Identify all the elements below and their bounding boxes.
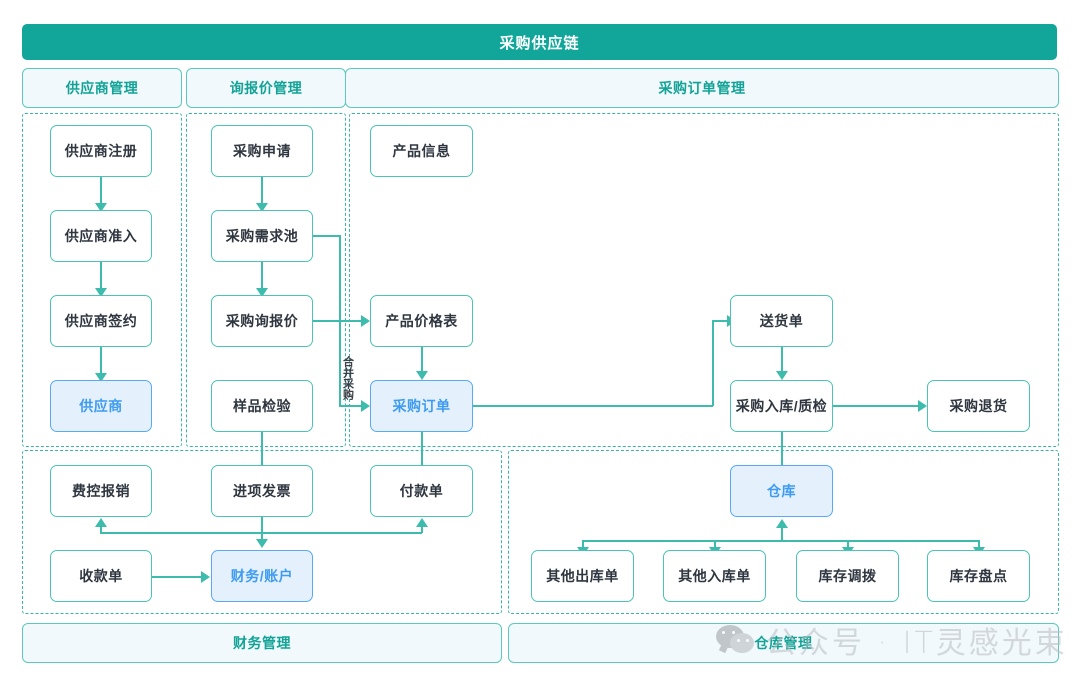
node-other-outbound[interactable]: 其他出库单 <box>531 550 634 602</box>
node-inquiry-quote[interactable]: 采购询报价 <box>211 295 313 347</box>
edge-request-to-pool <box>261 177 263 205</box>
node-stock-transfer[interactable]: 库存调拨 <box>796 550 899 602</box>
group-order <box>349 113 1059 447</box>
arrowhead-bus-to-expense <box>95 518 107 527</box>
node-stock-count[interactable]: 库存盘点 <box>927 550 1030 602</box>
section-header-rfq: 询报价管理 <box>186 68 346 108</box>
edge-receipt-to-return <box>833 405 920 407</box>
arrowhead-receipt-to-return <box>918 400 927 412</box>
node-sample-inspect[interactable]: 样品检验 <box>211 380 313 432</box>
edge-order-right <box>473 405 713 407</box>
edge-label-merge-purchase: 合并采购 <box>341 356 354 400</box>
node-receipt-note[interactable]: 收款单 <box>50 550 152 602</box>
edge-merge-to-order <box>339 405 363 407</box>
arrowhead-pool-to-inquiry <box>256 288 268 297</box>
node-supplier-access[interactable]: 供应商准入 <box>50 210 152 262</box>
group-rfq <box>186 113 346 447</box>
node-delivery-note[interactable]: 送货单 <box>730 295 833 347</box>
arrowhead-pricelist-to-order <box>416 371 428 380</box>
edge-bus-up-expense <box>100 526 102 533</box>
edge-bus-up-payment <box>421 526 423 533</box>
arrowhead-merge-to-order <box>361 400 370 412</box>
node-purchase-return[interactable]: 采购退货 <box>927 380 1030 432</box>
node-receipt-qc[interactable]: 采购入库/质检 <box>730 380 833 432</box>
edge-delivery-to-receipt <box>781 347 783 373</box>
edge-bus-down-count <box>978 540 980 549</box>
edge-pool-to-inquiry <box>261 262 263 290</box>
node-finance-account[interactable]: 财务/账户 <box>211 550 313 602</box>
arrowhead-contract-to-supplier <box>95 373 107 382</box>
arrowhead-request-to-pool <box>256 203 268 212</box>
node-purchase-request[interactable]: 采购申请 <box>211 125 313 177</box>
arrowhead-invoice-to-finance <box>256 539 268 548</box>
edge-receiptnote-to-finance <box>152 576 203 578</box>
arrowhead-access-to-contract <box>95 288 107 297</box>
edge-contract-to-supplier <box>100 347 102 375</box>
edge-bus-down-transfer <box>847 540 849 549</box>
arrowhead-register-to-access <box>95 203 107 212</box>
section-header-supplier: 供应商管理 <box>22 68 182 108</box>
arrowhead-receiptnote-to-finance <box>201 571 210 583</box>
node-product-info[interactable]: 产品信息 <box>370 125 473 177</box>
edge-receipt-down-to-warehouse <box>781 432 783 470</box>
node-expense-claim[interactable]: 费控报销 <box>50 465 152 517</box>
section-header-order: 采购订单管理 <box>345 68 1059 108</box>
edge-warehouse-stub <box>781 528 783 541</box>
node-demand-pool[interactable]: 采购需求池 <box>211 210 313 262</box>
page-title: 采购供应链 <box>22 24 1057 60</box>
node-purchase-order[interactable]: 采购订单 <box>370 380 473 432</box>
node-supplier[interactable]: 供应商 <box>50 380 152 432</box>
edge-order-down-to-payment <box>421 432 423 474</box>
node-input-invoice[interactable]: 进项发票 <box>211 465 313 517</box>
node-supplier-contract[interactable]: 供应商签约 <box>50 295 152 347</box>
group-warehouse <box>508 450 1059 614</box>
edge-register-to-access <box>100 177 102 205</box>
edge-inquiry-to-pricelist <box>313 320 363 322</box>
arrowhead-inquiry-to-pricelist <box>361 315 370 327</box>
edge-bus-down-outbound <box>582 540 584 549</box>
edge-access-to-contract <box>100 262 102 290</box>
edge-bus-down-inbound <box>714 540 716 549</box>
footer-label-finance: 财务管理 <box>22 623 502 663</box>
edge-order-to-delivery <box>712 320 729 322</box>
edge-warehouse-bus <box>582 540 978 542</box>
group-supplier <box>22 113 182 447</box>
arrowhead-to-warehouse-up <box>776 519 788 528</box>
edge-finance-bus <box>100 532 422 534</box>
node-other-inbound[interactable]: 其他入库单 <box>663 550 766 602</box>
edge-pricelist-to-order <box>421 347 423 373</box>
edge-rfq-down-to-invoice <box>261 432 263 474</box>
node-supplier-register[interactable]: 供应商注册 <box>50 125 152 177</box>
footer-label-warehouse: 仓库管理 <box>508 623 1059 663</box>
edge-invoice-to-finance <box>261 517 263 541</box>
edge-pool-right <box>313 235 340 237</box>
node-price-list[interactable]: 产品价格表 <box>370 295 473 347</box>
arrowhead-delivery-to-receipt <box>776 371 788 380</box>
node-warehouse[interactable]: 仓库 <box>730 465 833 517</box>
arrowhead-bus-to-payment <box>416 518 428 527</box>
edge-order-up-to-delivery <box>712 320 714 406</box>
node-payment-note[interactable]: 付款单 <box>370 465 473 517</box>
